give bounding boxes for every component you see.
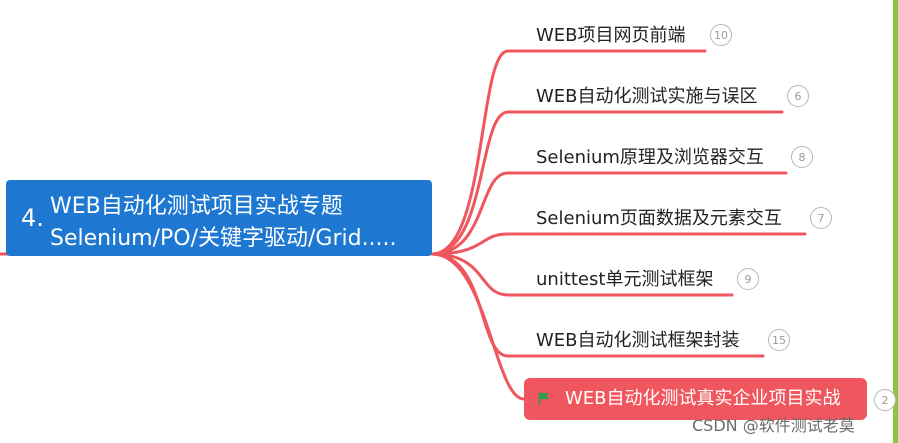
branch-web-framework-wrapping[interactable]: WEB自动化测试框架封装	[536, 326, 740, 356]
flag-icon	[538, 392, 549, 405]
canvas-right-edge	[893, 0, 898, 443]
branch-label: Selenium页面数据及元素交互	[536, 208, 782, 229]
branch-web-automation-implementation[interactable]: WEB自动化测试实施与误区	[536, 82, 758, 112]
branch-web-frontend[interactable]: WEB项目网页前端	[536, 21, 686, 51]
branch-connector-7	[431, 252, 525, 401]
branch-count-badge: 2	[874, 389, 896, 411]
branch-label: WEB自动化测试真实企业项目实战	[565, 388, 841, 409]
root-topic-subtitle: Selenium/PO/关键字驱动/Grid.....	[50, 226, 397, 251]
branch-count-badge: 9	[737, 268, 759, 290]
branch-count-badge: 6	[787, 85, 809, 107]
branch-connector-4	[430, 232, 807, 256]
branch-unittest-framework[interactable]: unittest单元测试框架	[536, 265, 713, 295]
branch-count-badge: 7	[810, 207, 832, 229]
root-topic-number: 4.	[21, 204, 44, 232]
branch-connector-3	[430, 171, 788, 256]
branch-label: WEB项目网页前端	[536, 25, 686, 46]
branch-selenium-principles[interactable]: Selenium原理及浏览器交互	[536, 143, 764, 173]
watermark: CSDN @软件测试老莫	[692, 416, 855, 435]
root-topic-title: WEB自动化测试项目实战专题	[50, 194, 343, 219]
branch-count-badge: 8	[791, 146, 813, 168]
branch-label: unittest单元测试框架	[536, 269, 714, 290]
branch-label: WEB自动化测试框架封装	[536, 330, 740, 351]
branch-label: WEB自动化测试实施与误区	[536, 86, 758, 107]
branch-count-badge: 15	[768, 329, 790, 351]
branch-connector-1	[430, 49, 707, 256]
branch-connector-2	[430, 110, 784, 256]
branch-label: Selenium原理及浏览器交互	[536, 147, 764, 168]
branch-selenium-page-data[interactable]: Selenium页面数据及元素交互	[536, 204, 782, 234]
branch-count-badge: 10	[710, 24, 732, 46]
branch-enterprise-project[interactable]: WEB自动化测试真实企业项目实战	[524, 378, 867, 420]
root-topic[interactable]: 4. WEB自动化测试项目实战专题 Selenium/PO/关键字驱动/Grid…	[6, 180, 432, 256]
branch-connector-5	[430, 252, 734, 297]
